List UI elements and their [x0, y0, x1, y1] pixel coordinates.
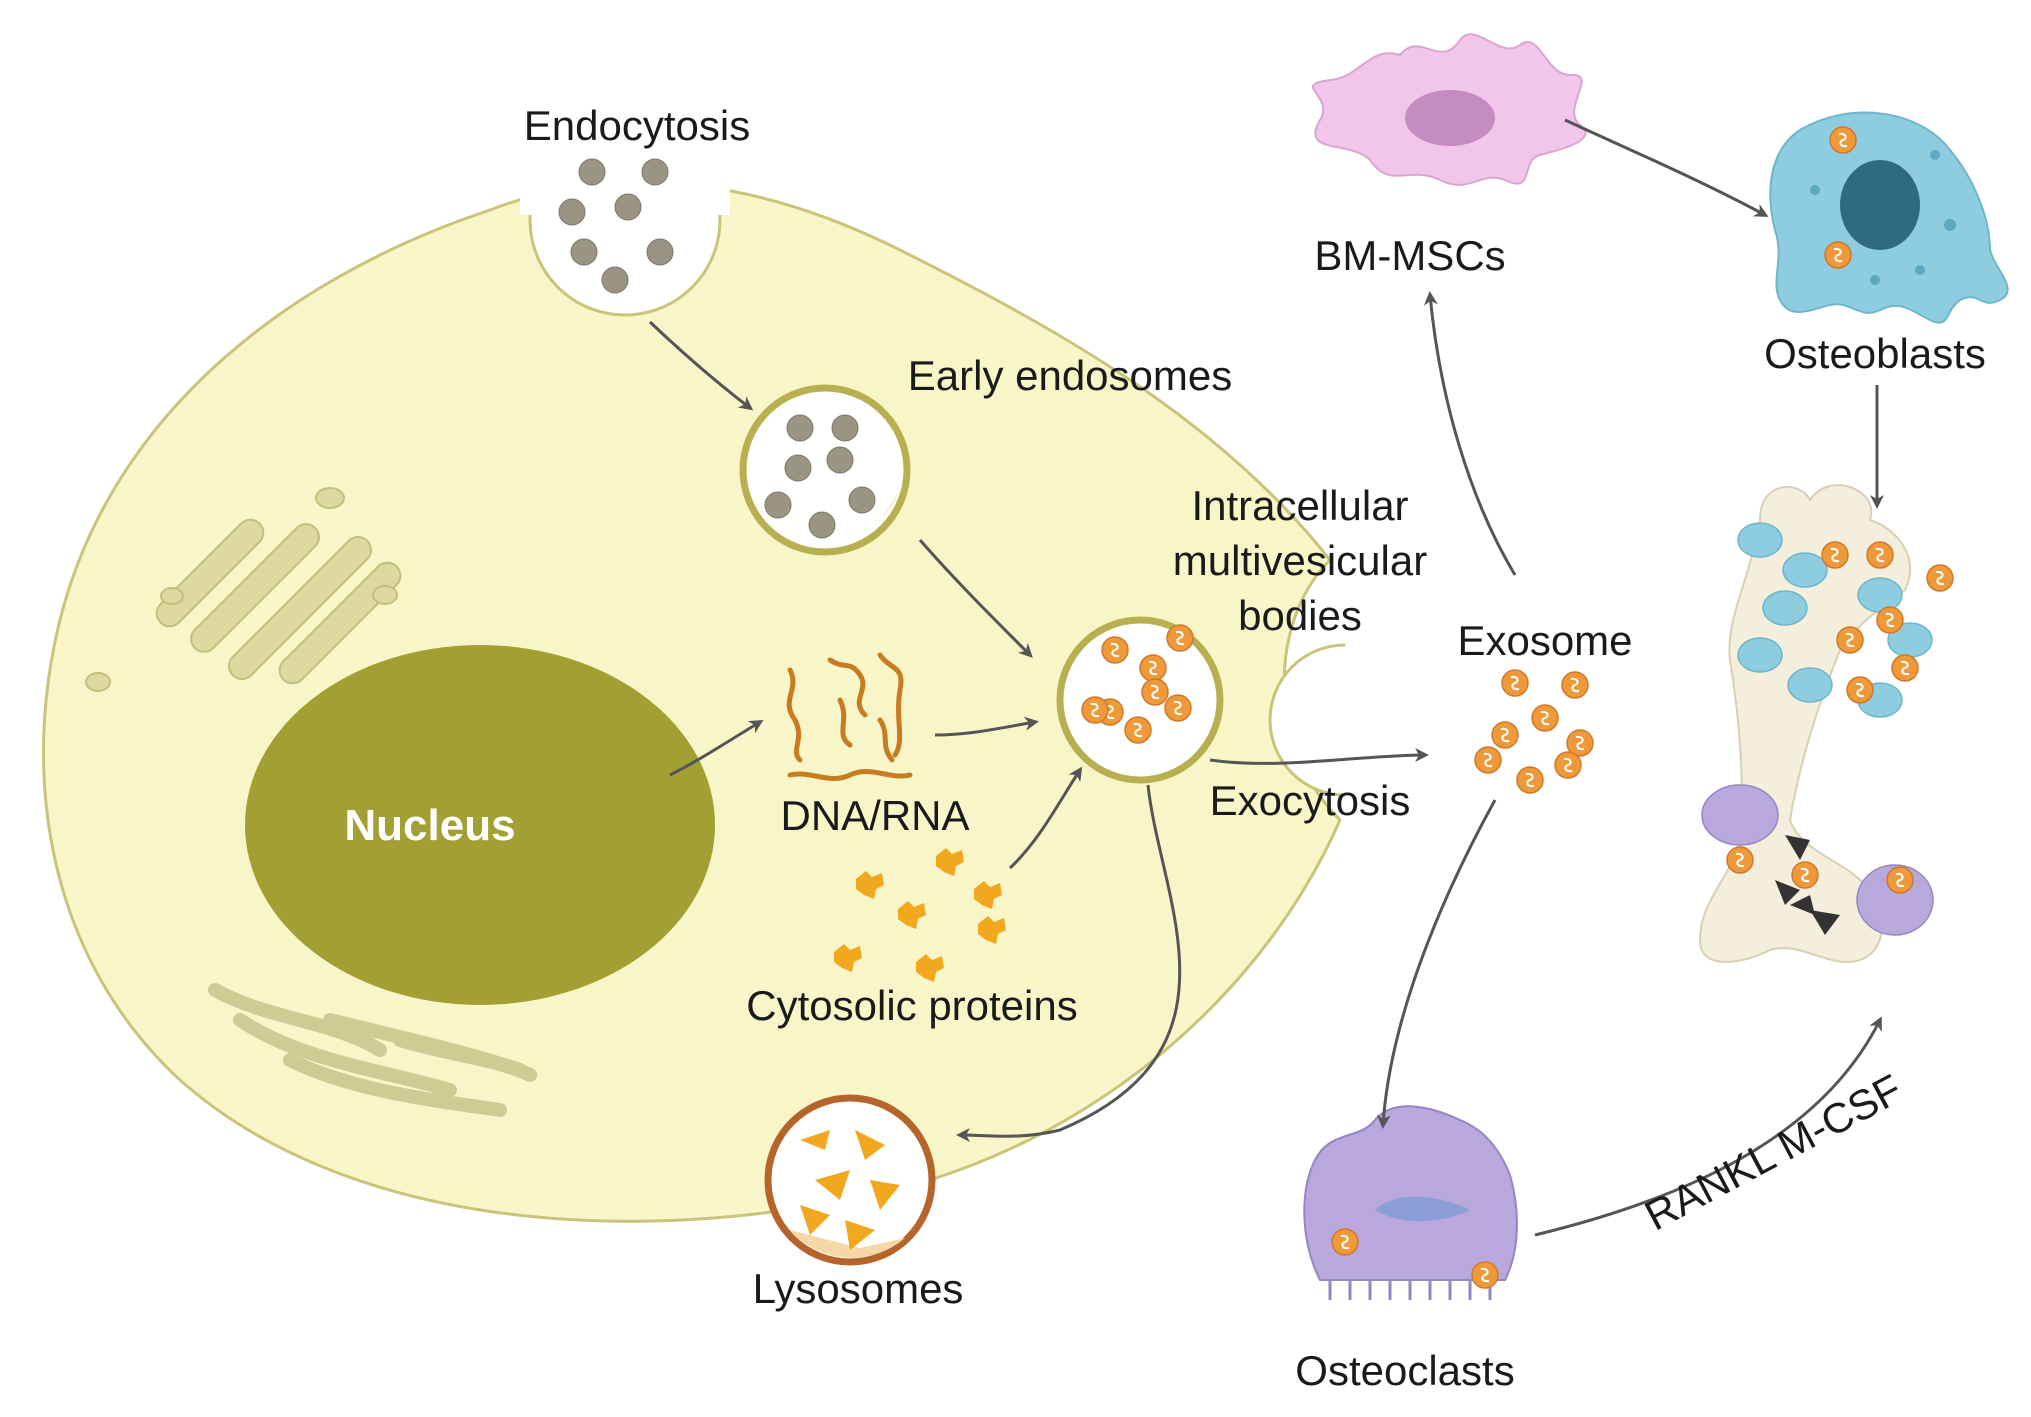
early-endosomes-label: Early endosomes [908, 352, 1233, 399]
golgi-apparatus [85, 487, 402, 692]
bm-msc-cell [1312, 33, 1587, 186]
nucleus [245, 645, 715, 1005]
mvb-label-line3: bodies [1238, 592, 1362, 639]
lysosomes-label: Lysosomes [753, 1265, 964, 1312]
pathway-arrows [648, 118, 1884, 1237]
dna-rna-strands [786, 652, 913, 781]
rankl-mcsf-label: RANKL M-CSF [1637, 1065, 1909, 1239]
osteoblast-cell [1769, 111, 2009, 324]
bone-osteoclasts [1701, 784, 1934, 936]
exosome-cluster [1474, 669, 1594, 794]
mvb-label-line1: Intracellular [1191, 482, 1408, 529]
bone [1698, 484, 1954, 963]
bone-osteoblasts [1737, 522, 1933, 718]
osteoblasts-label: Osteoblasts [1764, 330, 1986, 377]
dna-rna-label: DNA/RNA [780, 792, 969, 839]
multivesicular-body [1056, 616, 1224, 784]
osteoclast-cell [1303, 1105, 1518, 1300]
mvb-label-line2: multivesicular [1173, 537, 1427, 584]
lysosome [764, 1094, 936, 1266]
nucleus-label: Nucleus [344, 801, 515, 850]
exocytosis-label: Exocytosis [1210, 777, 1411, 824]
endocytosis-label: Endocytosis [524, 102, 750, 149]
endoplasmic-reticulum [208, 983, 537, 1117]
cytosolic-proteins-label: Cytosolic proteins [746, 982, 1077, 1029]
endocytosis-particles [558, 158, 674, 294]
early-endosome [739, 384, 911, 556]
osteoclasts-label: Osteoclasts [1295, 1347, 1514, 1394]
bm-mscs-label: BM-MSCs [1314, 232, 1505, 279]
exosome-label: Exosome [1457, 617, 1632, 664]
